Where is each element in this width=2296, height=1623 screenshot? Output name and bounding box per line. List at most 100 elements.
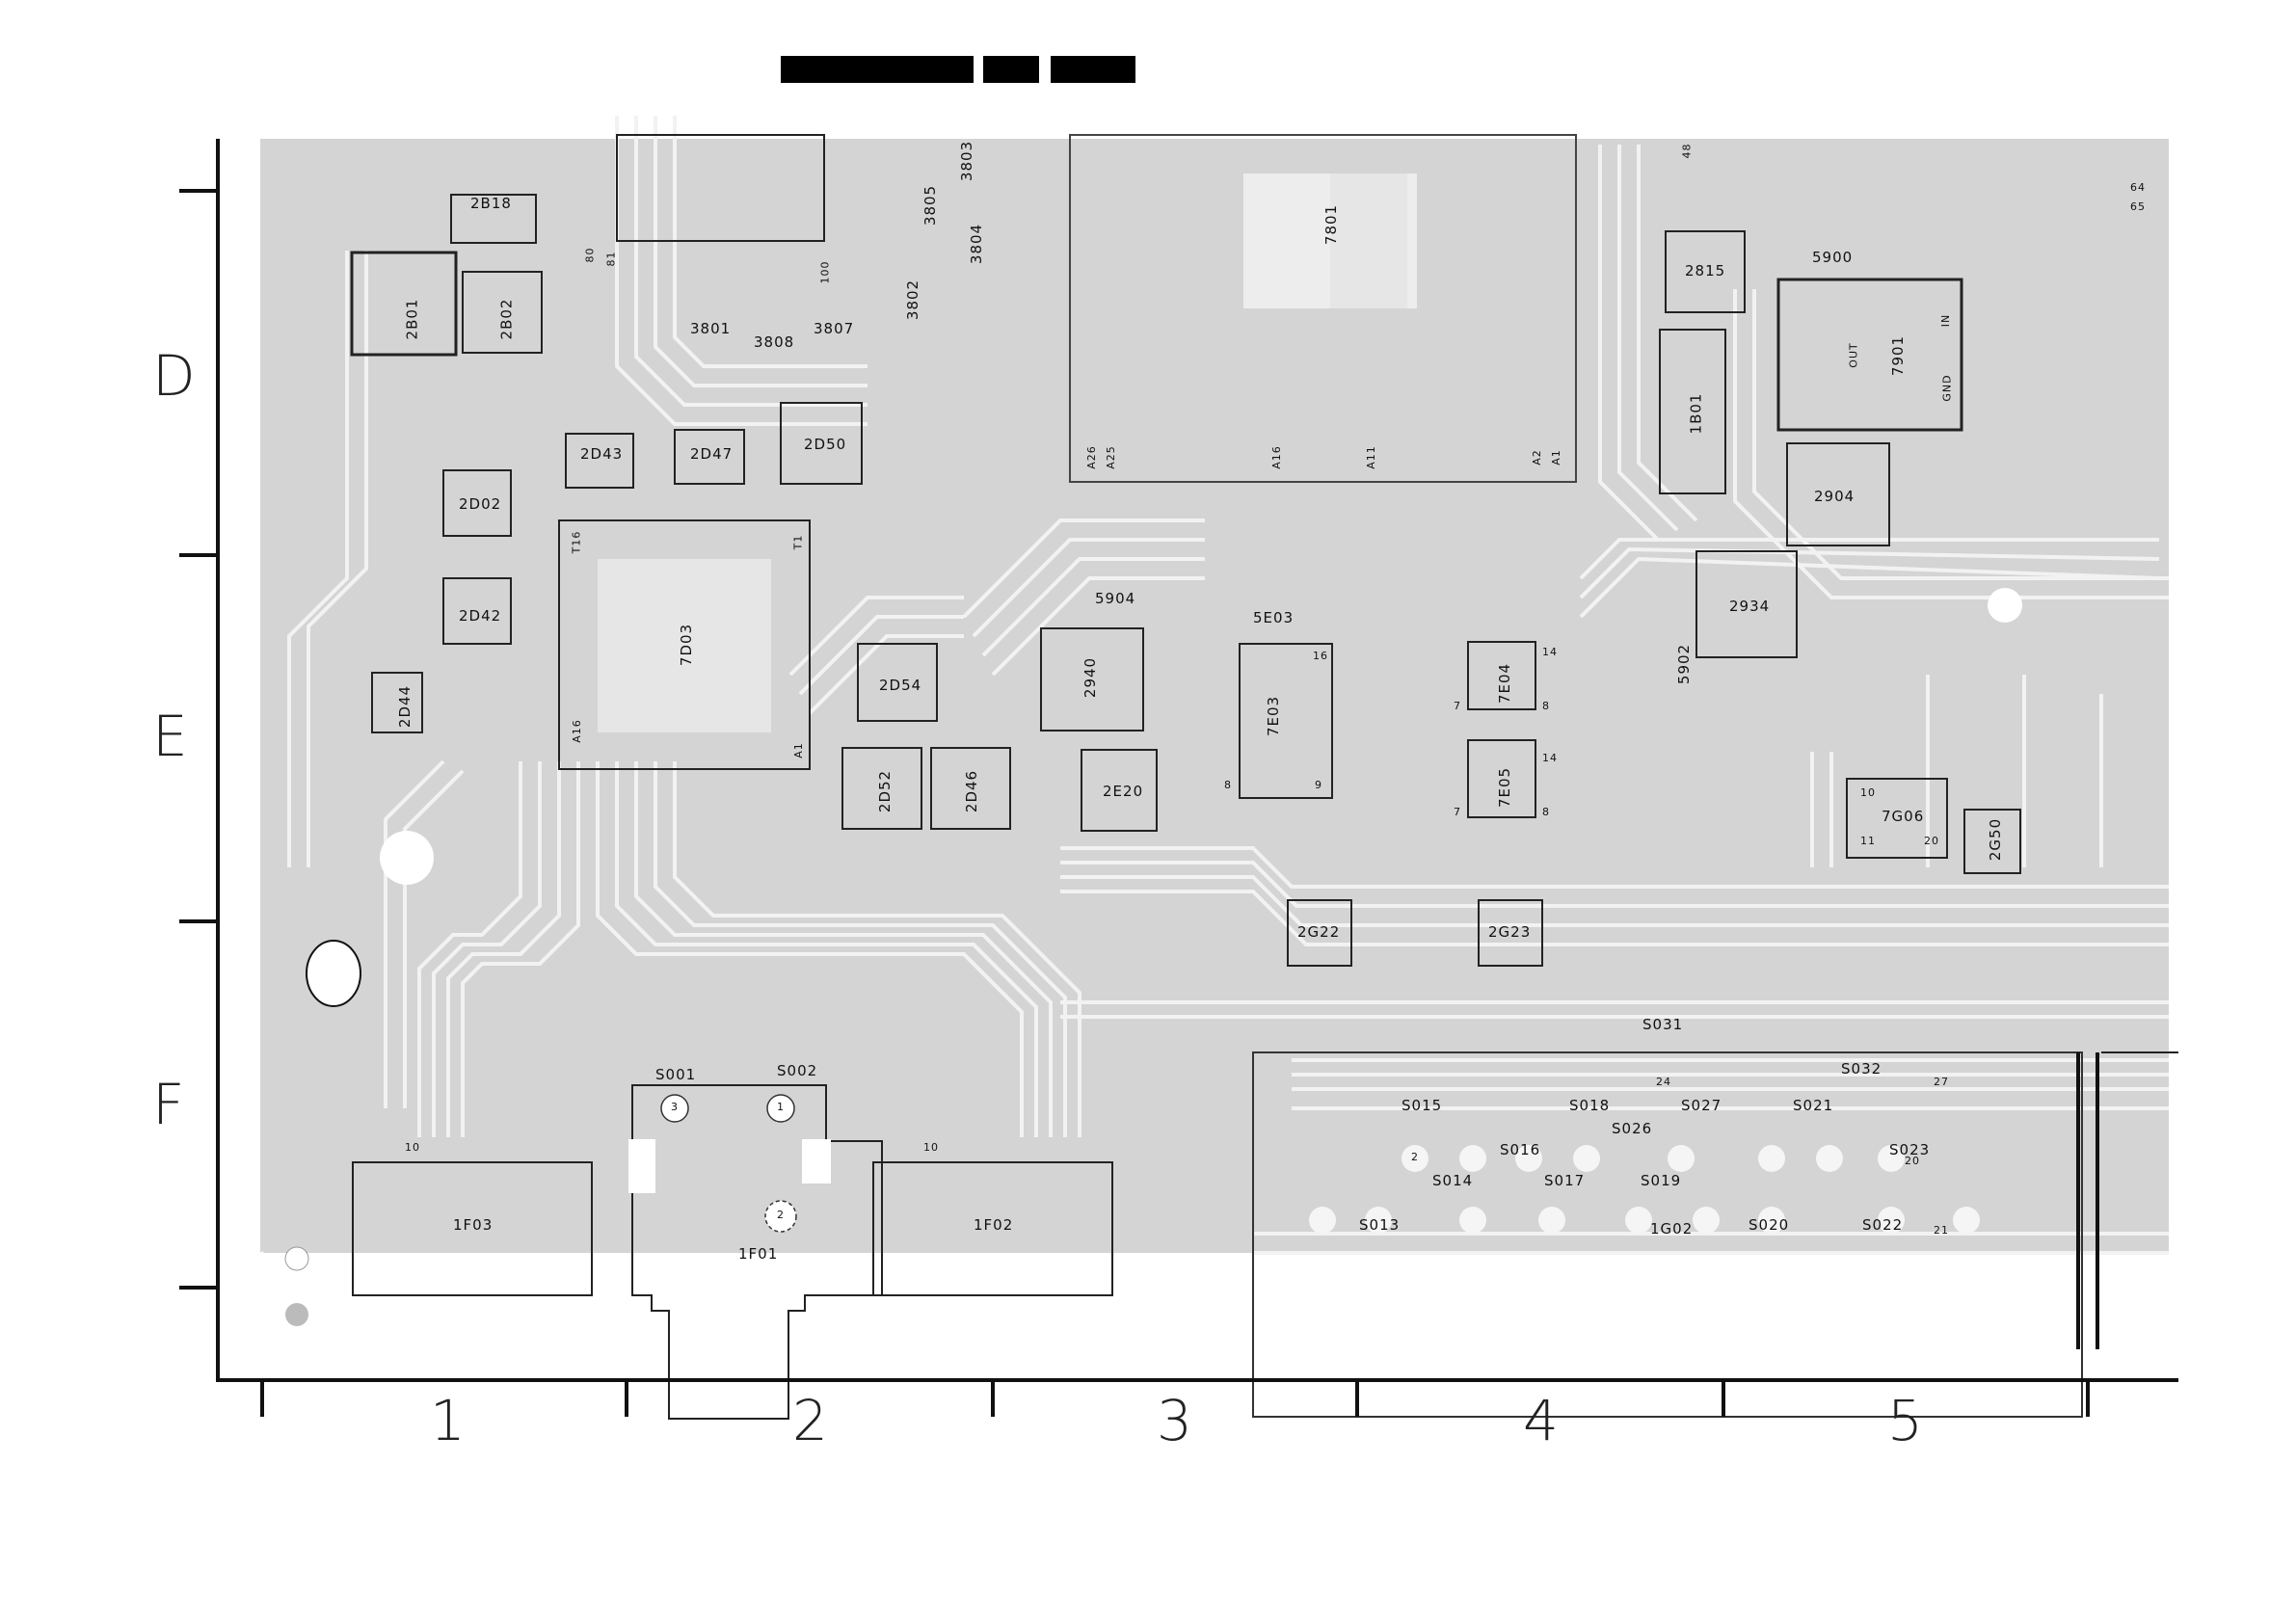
component-7g06-label: 7G06 [1882,808,1925,825]
component-7801-label: 7801 [1322,203,1341,246]
pin-label: 7 [1454,700,1461,712]
switch-s027-label: S027 [1681,1097,1722,1114]
component-3808-label: 3808 [754,333,795,351]
pin-label: GND [1940,374,1954,402]
switch-s014-label: S014 [1432,1172,1474,1189]
component-3807-label: 3807 [814,320,855,337]
pin-label: 7 [1454,806,1461,818]
pin-label: 9 [1315,779,1322,791]
connector-contacts [628,1094,831,1233]
grid-row-label-e: E [152,704,188,769]
component-2d54-label: 2D54 [879,677,922,694]
pin-label: 2 [777,1209,785,1221]
drawing-frame [179,139,2178,1417]
pcb-board-area [260,139,2169,1276]
pin-label: OUT [1847,342,1860,368]
component-1b01-label: 1B01 [1687,392,1705,435]
grid-row-label-f: F [152,1072,185,1137]
mounting-holes [284,588,2022,1326]
pin-label: 10 [405,1141,420,1154]
switch-s031-label: S031 [1642,1016,1684,1033]
pin-label: A16 [1269,445,1283,469]
switch-s017-label: S017 [1544,1172,1586,1189]
component-2904-label: 2904 [1814,488,1855,505]
component-2e20-label: 2E20 [1103,783,1144,800]
pin-label: 24 [1656,1076,1671,1088]
pin-label: A26 [1084,445,1098,469]
switch-s001-label: S001 [655,1066,697,1083]
pin-label: 1 [777,1101,785,1113]
component-1f02-label: 1F02 [974,1216,1014,1234]
pin-label: 65 [2130,200,2146,213]
grid-column-label: 1 [430,1388,466,1453]
switch-s020-label: S020 [1749,1216,1790,1234]
pin-label: 64 [2130,181,2146,194]
pin-label: 21 [1934,1224,1949,1237]
switch-s026-label: S026 [1612,1120,1653,1137]
pin-label: 27 [1934,1076,1949,1088]
pin-label: A16 [570,719,583,743]
component-7e03-label: 7E03 [1265,695,1283,737]
component-7901-label: 7901 [1889,334,1908,377]
component-7e05-label: 7E05 [1496,766,1514,809]
pin-label: A25 [1104,445,1117,469]
switch-s015-label: S015 [1402,1097,1443,1114]
component-3802-label: 3802 [904,279,922,321]
component-5902-label: 5902 [1675,643,1694,685]
pin-label: 3 [671,1101,679,1113]
component-1g02-label: 1G02 [1650,1220,1694,1237]
component-5e03-label: 5E03 [1253,609,1295,626]
switch-s022-label: S022 [1862,1216,1904,1234]
pin-label: 80 [583,247,597,263]
grid-column-label: 4 [1523,1388,1559,1453]
title-block-bar [781,56,974,83]
component-5904-label: 5904 [1095,590,1136,607]
component-2d46-label: 2D46 [963,769,981,813]
pin-label: A11 [1364,445,1377,469]
component-5900-label: 5900 [1812,249,1854,266]
pin-label: T1 [791,534,805,550]
pin-label: 8 [1542,700,1550,712]
pin-label: A1 [1549,449,1562,466]
component-1f03-label: 1F03 [453,1216,494,1234]
pin-label: 8 [1542,806,1550,818]
switch-s018-label: S018 [1569,1097,1611,1114]
component-2g50-label: 2G50 [1987,817,2005,862]
pin-label: 16 [1313,650,1328,662]
component-3803-label: 3803 [958,140,976,182]
pin-label: 20 [1905,1155,1920,1167]
switch-s016-label: S016 [1500,1141,1541,1158]
pin-label: 100 [818,260,832,284]
switch-pads [1309,1145,1980,1234]
pin-label: 14 [1542,752,1558,764]
pin-label: 8 [1224,779,1232,791]
grid-column-label: 3 [1157,1388,1192,1453]
switch-s023-label: S023 [1889,1141,1931,1158]
pin-label: A1 [791,742,805,758]
switch-s019-label: S019 [1641,1172,1682,1189]
title-block-bar [1051,56,1135,83]
component-3801-label: 3801 [690,320,732,337]
component-outlines [350,134,2178,1420]
component-2g22-label: 2G22 [1297,923,1341,941]
component-3804-label: 3804 [968,223,986,265]
pin-label: A2 [1530,449,1543,466]
component-3805-label: 3805 [921,184,940,226]
component-2b02-label: 2B02 [497,298,516,340]
component-2b01-label: 2B01 [403,298,421,340]
component-2g23-label: 2G23 [1488,923,1532,941]
pin-label: 48 [1680,143,1694,159]
component-2d50-label: 2D50 [804,436,847,453]
pcb-traces [287,116,2169,1255]
bga-via-grid [598,173,1417,732]
pin-label: 81 [604,251,618,267]
pin-label: T16 [570,530,583,554]
component-7d03-label: 7D03 [678,623,696,667]
component-2d43-label: 2D43 [580,445,624,463]
component-2d02-label: 2D02 [459,495,502,513]
component-2940-label: 2940 [1081,656,1100,699]
pin-label: 10 [1860,786,1876,799]
pin-label: 10 [923,1141,939,1154]
switch-s032-label: S032 [1841,1060,1882,1078]
